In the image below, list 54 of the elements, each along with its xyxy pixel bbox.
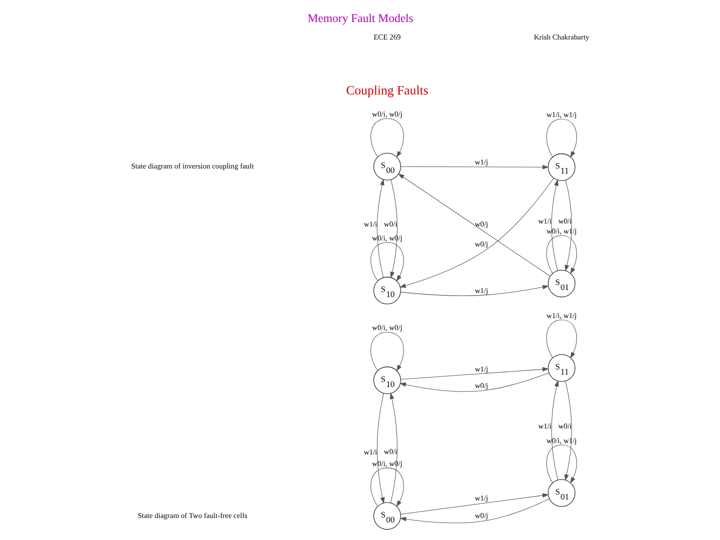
edge-label: w1/i, w1/j xyxy=(546,110,576,119)
arrow xyxy=(399,498,550,524)
arrow xyxy=(546,118,576,158)
label: State diagram of Two fault-free cells xyxy=(137,510,247,520)
edge-label: w0/j xyxy=(474,380,488,390)
arrow xyxy=(546,444,576,484)
arrow xyxy=(400,493,548,515)
arrow xyxy=(546,235,576,274)
edge-label: w0/j xyxy=(474,220,488,229)
arrow xyxy=(370,118,404,158)
arrow xyxy=(400,367,548,380)
arrow xyxy=(546,320,576,359)
arrow xyxy=(550,380,558,480)
label: ECE 269 xyxy=(373,32,400,42)
label: Coupling Faults xyxy=(346,84,428,98)
edge-label: w0/j xyxy=(474,511,488,520)
arrow xyxy=(370,332,404,372)
edge-label: w1/i xyxy=(538,421,552,430)
edge-label: w1/j xyxy=(474,364,488,374)
diagram-title: Memory Fault Models xyxy=(307,12,413,26)
edge-label: w0/i, w0/j xyxy=(372,109,402,118)
edge-label: w1/j xyxy=(474,494,488,503)
edge-label: w0/i xyxy=(558,421,572,430)
arrow xyxy=(370,242,404,282)
arrow xyxy=(389,392,398,504)
arrow xyxy=(564,380,572,481)
arrow xyxy=(400,285,549,296)
edge-label: w0/i, w0/j xyxy=(372,233,402,242)
arrow xyxy=(398,178,554,288)
edge-label: w0/i xyxy=(383,447,397,456)
edge-label: w1/i, w1/j xyxy=(546,310,576,320)
arrow xyxy=(399,372,549,392)
edge-label: w0/j xyxy=(474,239,488,248)
edge-label: w0/i, w1/j xyxy=(546,226,576,236)
edge-label: w1/i xyxy=(363,447,377,456)
arrow xyxy=(376,393,384,504)
edge-label: w0/i, w0/j xyxy=(372,458,402,468)
edge-label: w1/i xyxy=(538,216,552,226)
arrow xyxy=(370,468,404,507)
arrow xyxy=(400,164,548,170)
arrow xyxy=(550,179,558,271)
label: State diagram of inversion coupling fault xyxy=(130,162,254,171)
arrow xyxy=(564,180,572,272)
arrow xyxy=(390,179,398,278)
edge-label: w0/i, w0/j xyxy=(372,323,402,332)
edge-label: w0/i, w1/j xyxy=(546,436,576,445)
edge-label: w1/j xyxy=(474,286,488,295)
edge-label: w1/j xyxy=(474,158,488,167)
edge-label: w1/i xyxy=(363,220,377,229)
arrow xyxy=(397,173,550,277)
label: Krish Chakrabarty xyxy=(533,32,589,42)
edge-label: w0/i xyxy=(558,216,572,226)
edge-label: w0/i xyxy=(383,219,397,228)
arrow xyxy=(376,178,384,278)
